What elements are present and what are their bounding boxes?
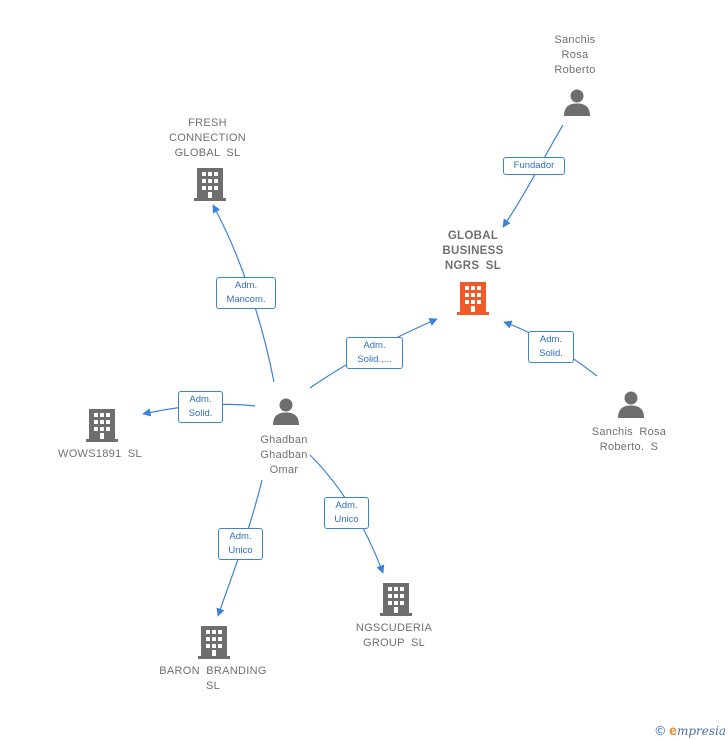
node-label-sanchis-right: Sanchis Rosa Roberto. S — [591, 426, 667, 453]
person-icon[interactable] — [616, 389, 646, 419]
node-label-global-business: GLOBAL BUSINESS NGRS SL — [442, 230, 504, 272]
edge-label-adm-solid-wows: Adm. Solid. — [178, 391, 223, 423]
node-label-ngscuderia: NGSCUDERIA GROUP SL — [355, 622, 433, 649]
brand-logo-text: mpresia — [676, 724, 726, 738]
person-icon[interactable] — [271, 396, 301, 426]
building-icon[interactable] — [193, 166, 227, 202]
node-label-sanchis-top: Sanchis Rosa Roberto — [554, 34, 596, 76]
node-label-baron-branding: BARON BRANDING SL — [159, 665, 267, 692]
node-label-wows1891: WOWS1891 SL — [58, 448, 142, 460]
edge-label-adm-unico-ngs: Adm. Unico — [324, 497, 369, 529]
edge-label-fundador: Fundador — [503, 157, 565, 175]
edge-fundador — [502, 124, 564, 228]
building-icon[interactable] — [379, 581, 413, 617]
footer-brand: ©empresia — [656, 722, 726, 738]
copyright-symbol: © — [655, 723, 666, 738]
brand-logo-initial: e — [669, 722, 677, 738]
edge-label-adm-mancom: Adm. Mancom. — [216, 277, 276, 309]
node-label-fresh-connection: FRESH CONNECTION GLOBAL SL — [169, 117, 246, 159]
edge-label-adm-solid-sr: Adm. Solid. — [528, 331, 574, 363]
building-icon[interactable] — [85, 407, 119, 443]
node-label-ghadban: Ghadban Ghadban Omar — [260, 434, 308, 476]
edge-label-adm-solid-gg: Adm. Solid.,... — [346, 337, 403, 369]
person-icon[interactable] — [562, 87, 592, 117]
building-icon-highlight[interactable] — [456, 280, 490, 316]
edge-label-adm-unico-baron: Adm. Unico — [218, 528, 263, 560]
building-icon[interactable] — [197, 624, 231, 660]
